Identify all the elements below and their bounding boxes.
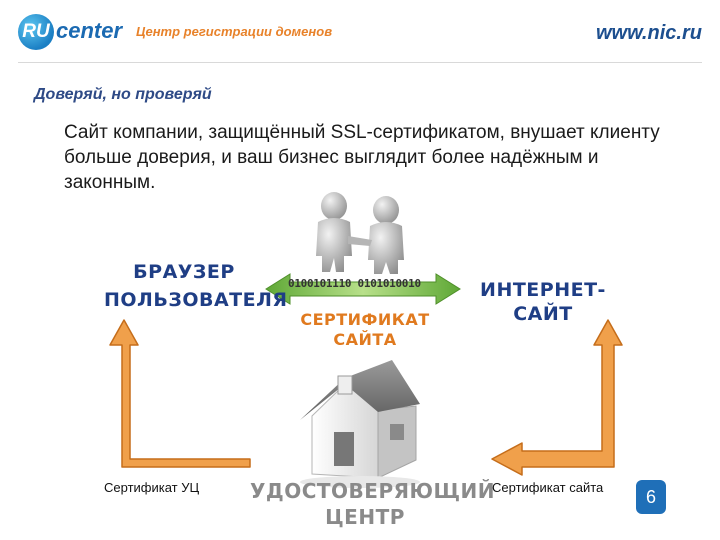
orange-arrow-left [109, 319, 251, 468]
ru-center-logo[interactable]: RU center [18, 14, 122, 50]
website-label: ИНТЕРНЕТ-САЙТ [480, 279, 606, 325]
logo-wordmark: center [56, 18, 123, 43]
house-icon [300, 360, 420, 488]
certificate-authority-label: УДОСТОВЕРЯЮЩИЙ ЦЕНТР [250, 479, 495, 529]
site-certificate-caption: Сертификат сайта [492, 480, 604, 495]
ca-certificate-caption: Сертификат УЦ [104, 480, 200, 495]
site-certificate-label: СЕРТИФИКАТ САЙТА [300, 310, 430, 349]
binary-stream-text: 0100101110 0101010010 [288, 277, 421, 290]
browser-label: БРАУЗЕР ПОЛЬЗОВАТЕЛЯ [104, 261, 288, 311]
header-tagline: Центр регистрации доменов [136, 24, 333, 39]
slide-title: Доверяй, но проверяй [34, 86, 212, 103]
handshake-icon [316, 192, 404, 274]
header-divider [18, 62, 702, 63]
slide-body-text: Сайт компании, защищённый SSL-сертификат… [64, 122, 660, 193]
page-number-badge: 6 [636, 480, 666, 514]
site-url-link[interactable]: www.nic.ru [596, 22, 702, 44]
encrypted-channel-arrow [265, 273, 461, 305]
logo-ru-badge: RU [18, 14, 54, 50]
orange-arrow-right [491, 319, 623, 476]
